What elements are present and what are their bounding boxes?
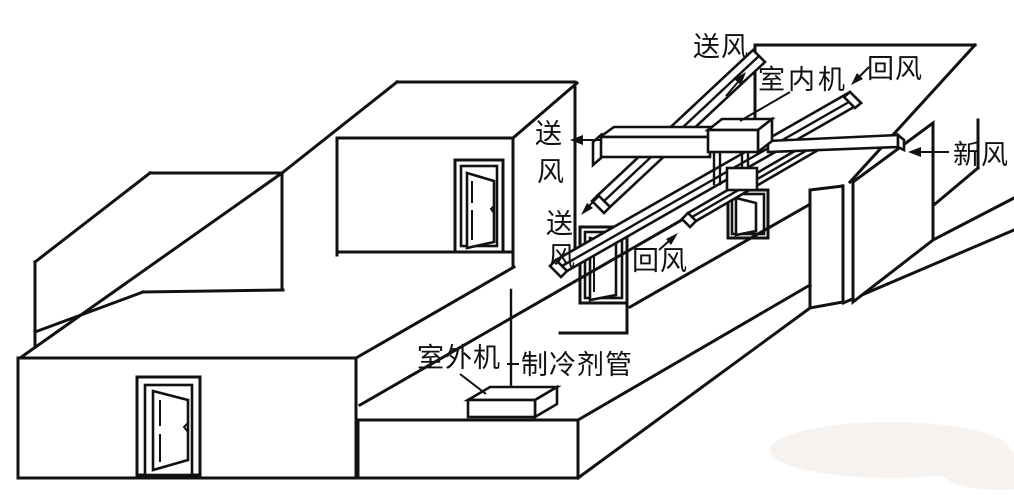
indoor-unit-leader [739,91,791,122]
label-supply-air-top: 送风 [693,32,749,62]
corridor-wall-end-face [808,184,845,310]
return-air-duct [548,90,864,279]
door-far-corridor [726,188,770,240]
return-air-top-arrow [851,66,870,85]
svg-text:送: 送 [535,119,563,149]
label-outdoor-unit: 室外机 [417,343,501,373]
outdoor-ledge [356,418,580,480]
supply-duct-horizontal [591,125,729,168]
label-supply-air-lower: 送 风 [546,209,576,272]
label-return-air-mid: 回风 [632,246,688,276]
outdoor-unit-box [463,384,562,420]
label-supply-air-mid: 送 风 [535,119,565,187]
svg-text:风: 风 [537,157,565,187]
return-air-mid-arrow [658,233,678,251]
label-indoor-unit: 室内机 [758,65,848,95]
outdoor-unit-leader [459,373,487,395]
svg-text:送: 送 [546,209,574,239]
door-interior-room [453,158,505,254]
supply-air-lower-arrow [581,195,600,215]
label-return-air-top: 回风 [867,54,923,84]
floor-slab-edges [575,196,1014,481]
svg-text:风: 风 [548,242,576,272]
supply-air-top-arrow [725,72,746,97]
fresh-air-duct [766,132,906,154]
fresh-air-arrow [908,147,949,157]
watermark [770,422,1014,490]
door-front-wall [135,375,202,477]
indoor-unit-box [704,116,776,192]
label-fresh-air: 新风 [953,140,1009,170]
corridor-left-wall [360,174,762,478]
right-room-front-wall [851,120,935,306]
label-refrigerant-pipe: 制冷剂管 [521,350,633,380]
right-wing-back-walls [753,42,981,207]
left-wing-walls [17,79,577,361]
supply-air-mid-arrow [570,135,600,145]
